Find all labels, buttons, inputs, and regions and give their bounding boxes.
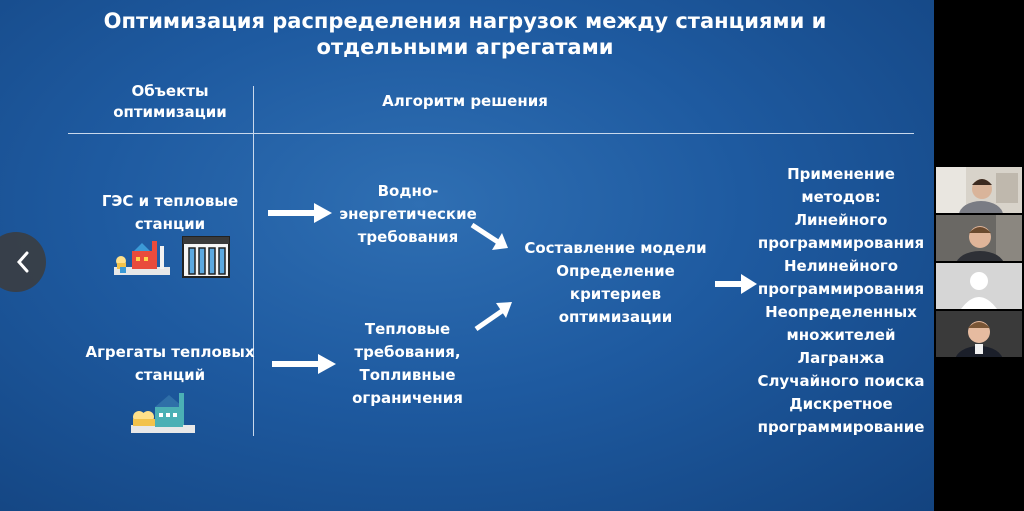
chevron-left-icon <box>16 251 29 273</box>
power-unit-icon <box>131 393 195 433</box>
video-participants-panel <box>934 0 1024 511</box>
arrow-right-icon <box>715 274 757 294</box>
user-placeholder-icon <box>936 263 1022 309</box>
participant-avatar <box>936 311 1022 357</box>
participant-video[interactable] <box>936 311 1022 357</box>
row1-label: ГЭС и тепловые станции <box>101 192 239 233</box>
participant-avatar <box>936 215 1022 261</box>
presentation-slide: Оптимизация распределения нагрузок между… <box>0 0 934 511</box>
arrow-up-right-icon <box>474 302 512 332</box>
participant-avatar <box>936 167 1022 213</box>
arrow-right-icon <box>272 354 336 374</box>
methods-list: Применение методов: Линейного программир… <box>757 165 925 436</box>
arrow-down-right-icon <box>470 222 508 250</box>
row2-label: Агрегаты тепловых станций <box>85 343 255 384</box>
thermal-plant-icon <box>114 241 170 275</box>
header-objects: Объекты оптимизации <box>113 82 227 121</box>
participant-video[interactable] <box>936 167 1022 213</box>
slide-title: Оптимизация распределения нагрузок между… <box>103 9 827 59</box>
header-divider <box>68 133 914 134</box>
header-algorithm: Алгоритм решения <box>382 92 548 110</box>
arrow-right-icon <box>268 203 332 223</box>
participant-video[interactable] <box>936 263 1022 309</box>
thermal-requirements: Тепловые требования, Топливные ограничен… <box>352 320 463 407</box>
hydro-dam-icon <box>182 236 230 278</box>
column-divider <box>253 86 254 436</box>
prev-slide-button[interactable] <box>0 232 46 292</box>
model-definition: Составление модели Определение критериев… <box>524 239 707 326</box>
participant-video[interactable] <box>936 215 1022 261</box>
water-requirements: Водно-энергетические требования <box>339 182 477 246</box>
